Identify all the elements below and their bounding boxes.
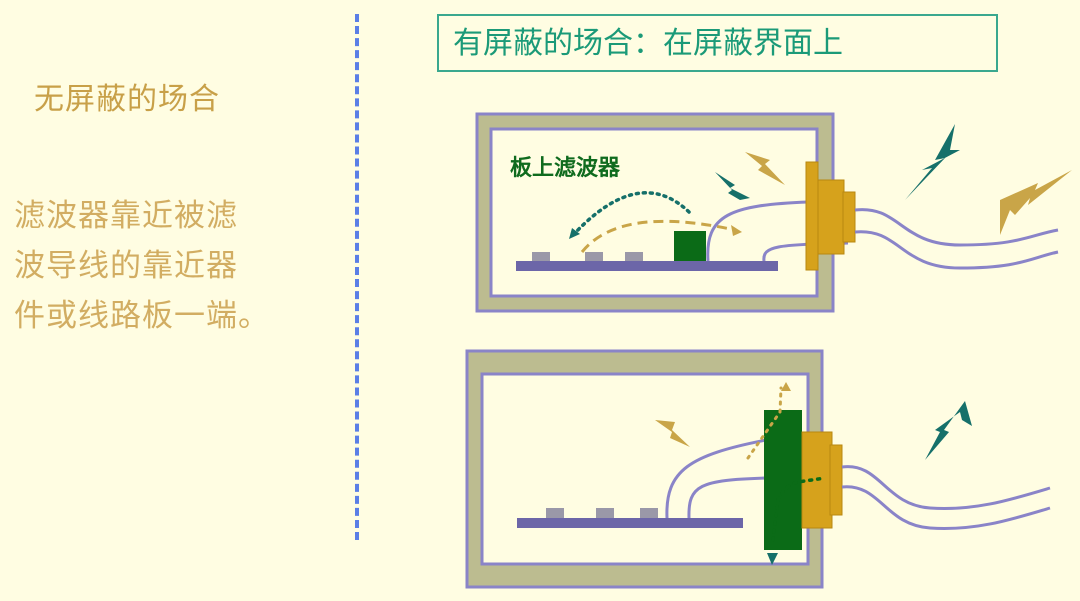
description-line-3: 件或线路板一端。 bbox=[14, 298, 270, 334]
external-cable bbox=[854, 208, 1059, 247]
arrowhead-icon bbox=[569, 228, 580, 239]
external-cable bbox=[854, 230, 1059, 270]
panel-filter bbox=[764, 410, 802, 550]
lightning-icon bbox=[925, 401, 972, 460]
external-cable bbox=[841, 465, 1051, 510]
arrowhead-icon bbox=[767, 553, 778, 565]
external-cable bbox=[841, 485, 1051, 530]
filtered-noise-dotted-arrow bbox=[746, 386, 783, 460]
lightning-icon bbox=[1000, 170, 1072, 235]
top-enclosure bbox=[475, 112, 835, 313]
circuit-board bbox=[516, 261, 778, 271]
cable-wire bbox=[706, 200, 809, 262]
lightning-icon bbox=[905, 124, 960, 200]
component bbox=[640, 508, 658, 518]
component bbox=[585, 252, 603, 261]
unshielded-heading: 无屏蔽的场合 bbox=[34, 82, 220, 117]
lightning-icon bbox=[655, 420, 690, 447]
cable-wire bbox=[687, 476, 767, 519]
description-line-2: 波导线的靠近器 bbox=[14, 248, 238, 284]
coupling-dashed-arrow bbox=[580, 219, 736, 253]
connector bbox=[801, 431, 843, 529]
component bbox=[596, 508, 614, 518]
shielded-heading-box: 有屏蔽的场合：在屏蔽界面上 bbox=[437, 14, 998, 72]
component bbox=[546, 508, 564, 518]
component bbox=[532, 252, 550, 261]
arrowhead-icon bbox=[781, 382, 791, 391]
arrowhead-icon bbox=[731, 225, 742, 236]
lightning-icon bbox=[715, 172, 750, 200]
component bbox=[625, 252, 643, 261]
circuit-board bbox=[517, 518, 743, 528]
shielded-heading: 有屏蔽的场合：在屏蔽界面上 bbox=[453, 26, 843, 61]
bottom-enclosure bbox=[465, 349, 824, 589]
connector bbox=[805, 161, 856, 271]
grounded-noise-dotted-arrow bbox=[771, 476, 827, 542]
lightning-icon bbox=[745, 152, 785, 185]
filter-component bbox=[674, 231, 706, 261]
section-divider bbox=[355, 14, 359, 540]
coupling-dotted-arrow bbox=[573, 191, 691, 235]
onboard-filter-label: 板上滤波器 bbox=[510, 156, 621, 181]
description-line-1: 滤波器靠近被滤 bbox=[14, 198, 238, 234]
cable-wire bbox=[665, 438, 767, 519]
